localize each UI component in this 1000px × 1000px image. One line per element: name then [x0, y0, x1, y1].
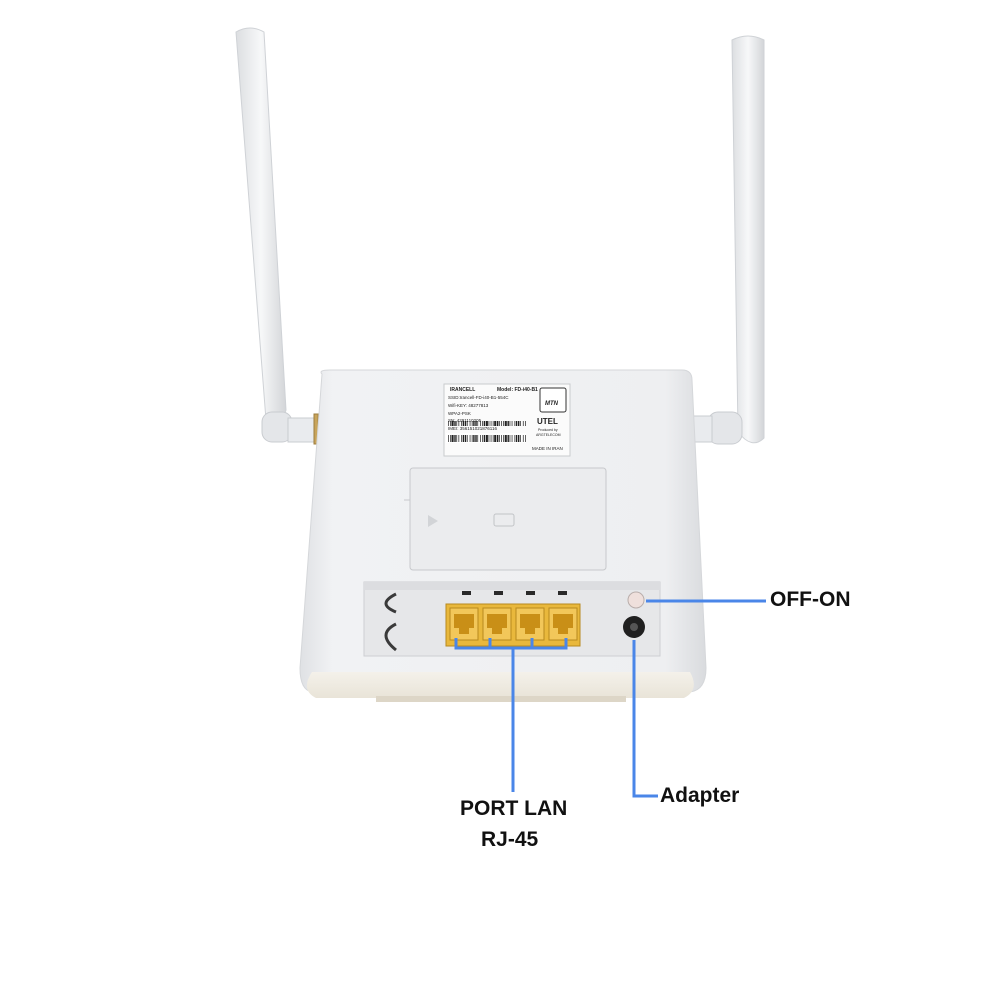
lan-port-group	[449, 607, 578, 641]
lan-callout-bracket	[454, 638, 568, 650]
power-button[interactable]	[627, 591, 645, 609]
barcode	[448, 435, 526, 442]
callout-lines	[454, 599, 766, 798]
sticker-ssid: SSID:Irancell-FD-i40-B1-554C	[448, 395, 509, 400]
adapter-label: Adapter	[660, 784, 740, 807]
sticker-made-in: MADE IN IRAN	[532, 446, 563, 451]
utel-logo: UTEL	[537, 417, 558, 426]
off-on-label: OFF-ON	[770, 588, 851, 611]
barcode	[448, 421, 526, 426]
sticker-wifi-key: Wifi-KEY: 48277813	[448, 403, 489, 408]
lan-port[interactable]	[548, 607, 578, 641]
dc-power-jack	[623, 616, 645, 638]
router-body	[299, 369, 707, 702]
device-label-sticker	[443, 383, 571, 457]
sticker-sn: SN: 4291110205	[448, 418, 482, 423]
adapter-callout-line	[632, 640, 658, 798]
lan-port[interactable]	[449, 607, 479, 641]
lan-port[interactable]	[515, 607, 545, 641]
sticker-model: Model: FD-i40-B1	[497, 387, 538, 393]
rj45-label: RJ-45	[481, 828, 539, 851]
port-panel	[363, 581, 661, 657]
sticker-produced-by: Produced by	[538, 428, 558, 432]
sticker-security: WPA2-PSK	[448, 411, 471, 416]
sticker-producer: ARGTELECOM	[536, 433, 561, 437]
mtn-logo: MTN	[545, 401, 558, 407]
right-antenna	[655, 35, 765, 445]
router-base	[306, 672, 694, 698]
port-lan-label: PORT LAN	[460, 797, 568, 820]
sticker-brand: IRANCELL	[450, 387, 476, 393]
battery-cover	[404, 467, 607, 571]
lan-port[interactable]	[482, 607, 512, 641]
sticker-imei: IMEI: 356151021876116	[448, 426, 497, 431]
